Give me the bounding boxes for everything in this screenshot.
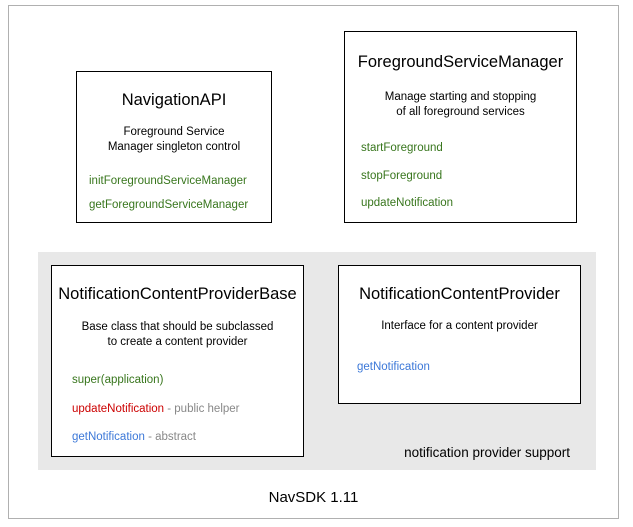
class-box-navigation-api[interactable]: NavigationAPI Foreground Service Manager… [76, 71, 272, 223]
class-description-notification-content-provider: Interface for a content provider [339, 319, 580, 334]
class-title-notification-content-provider-base: NotificationContentProviderBase [58, 285, 297, 303]
class-box-notification-content-provider-base[interactable]: NotificationContentProviderBase Base cla… [51, 265, 304, 457]
member-row[interactable]: startForeground [361, 141, 576, 155]
member-list-notification-content-provider-base: super(application) updateNotification - … [52, 373, 303, 444]
member-row[interactable]: updateNotification - public helper [72, 402, 303, 416]
class-description-line: Foreground Service [123, 125, 225, 138]
member-name: startForeground [361, 142, 443, 155]
member-row[interactable]: getNotification - abstract [72, 430, 303, 444]
member-name: getNotification [72, 430, 145, 443]
member-row[interactable]: super(application) [72, 373, 303, 387]
member-name: getForegroundServiceManager [89, 198, 249, 211]
group-panel-label: notification provider support [404, 445, 570, 460]
member-note: - abstract [144, 430, 197, 443]
class-description-notification-content-provider-base: Base class that should be subclassed to … [52, 320, 303, 349]
member-list-navigation-api: initForegroundServiceManager getForegrou… [77, 174, 271, 212]
class-title-notification-content-provider: NotificationContentProvider [359, 285, 560, 303]
member-row[interactable]: initForegroundServiceManager [89, 174, 271, 188]
class-box-foreground-service-manager[interactable]: ForegroundServiceManager Manage starting… [344, 31, 577, 223]
member-name: getNotification [357, 360, 430, 373]
class-description-line: Interface for a content provider [381, 319, 538, 332]
member-note: - public helper [164, 402, 240, 415]
class-description-line: of all foreground services [396, 105, 525, 118]
member-name: updateNotification [361, 196, 454, 209]
class-description-line: Manage starting and stopping [384, 90, 537, 103]
member-row[interactable]: getNotification [357, 360, 580, 374]
class-description-line: Base class that should be subclassed [81, 320, 274, 333]
diagram-footer-caption: NavSDK 1.11 [268, 489, 359, 506]
member-name: updateNotification [72, 402, 165, 415]
class-description-navigation-api: Foreground Service Manager singleton con… [77, 125, 271, 154]
class-description-line: to create a content provider [107, 335, 248, 348]
class-title-foreground-service-manager: ForegroundServiceManager [357, 53, 564, 71]
member-list-foreground-service-manager: startForeground stopForeground updateNot… [345, 141, 576, 210]
class-box-notification-content-provider[interactable]: NotificationContentProvider Interface fo… [338, 265, 581, 404]
class-title-navigation-api: NavigationAPI [121, 91, 227, 109]
member-name: super(application) [72, 374, 164, 387]
member-row[interactable]: updateNotification [361, 196, 576, 210]
member-list-notification-content-provider: getNotification [339, 360, 580, 374]
member-row[interactable]: stopForeground [361, 169, 576, 183]
class-description-line: Manager singleton control [107, 140, 241, 153]
member-name: initForegroundServiceManager [89, 175, 247, 188]
member-row[interactable]: getForegroundServiceManager [89, 198, 271, 212]
class-description-foreground-service-manager: Manage starting and stopping of all fore… [345, 90, 576, 119]
member-name: stopForeground [361, 169, 443, 182]
